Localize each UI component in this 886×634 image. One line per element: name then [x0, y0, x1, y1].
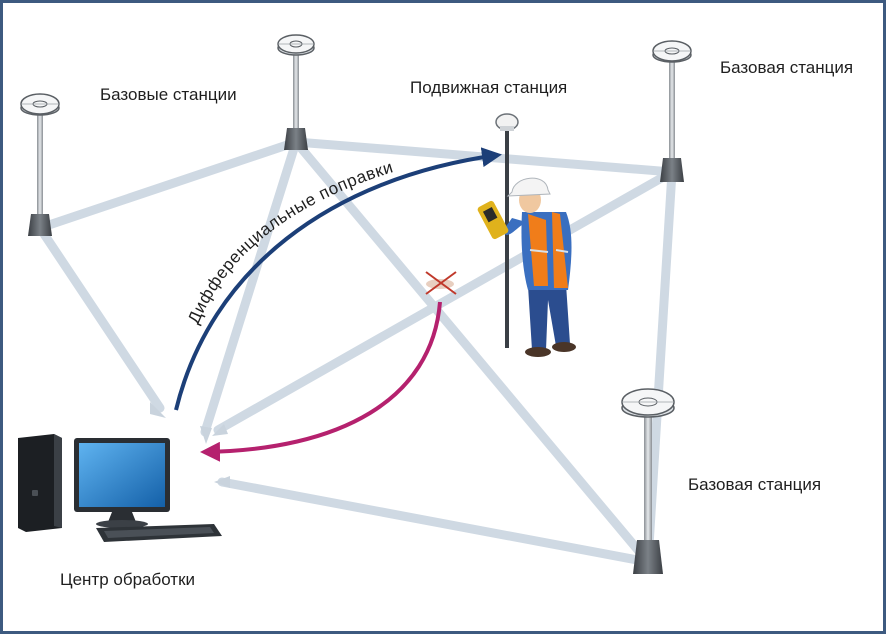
rover-station-label: Подвижная станция: [410, 78, 567, 97]
gnss-antenna-icon: [277, 34, 315, 150]
link-b3-center: [213, 167, 677, 435]
network-links: [35, 137, 677, 567]
link-b4-center: [217, 477, 653, 567]
arrowhead-b3: [212, 424, 228, 436]
link-b2-b4: [291, 137, 653, 567]
surveyor-with-rover-icon: [477, 113, 576, 357]
gnss-antenna-icon: [621, 388, 675, 574]
link-b2-center: [200, 137, 301, 437]
arrowhead-b4: [214, 476, 230, 488]
crossed-signal-icon: [425, 271, 457, 295]
base-station-bottom-right-label: Базовая станция: [688, 475, 821, 494]
network-link-arrowheads: [150, 402, 230, 488]
data-to-center-arrow: [200, 301, 442, 462]
arrowhead-b2: [200, 426, 212, 444]
base-stations-label: Базовые станции: [100, 85, 237, 104]
link-b1-b2: [35, 137, 301, 233]
link-b1-center: [35, 223, 165, 413]
arrowhead-b1: [150, 402, 166, 418]
differential-corrections-arrow: [174, 147, 502, 411]
base-station-top-right-label: Базовая станция: [720, 58, 853, 77]
desktop-computer-icon: [18, 434, 222, 542]
processing-center-label: Центр обработки: [60, 570, 195, 589]
gnss-antenna-icon: [20, 93, 60, 236]
gnss-antenna-icon: [652, 40, 692, 182]
